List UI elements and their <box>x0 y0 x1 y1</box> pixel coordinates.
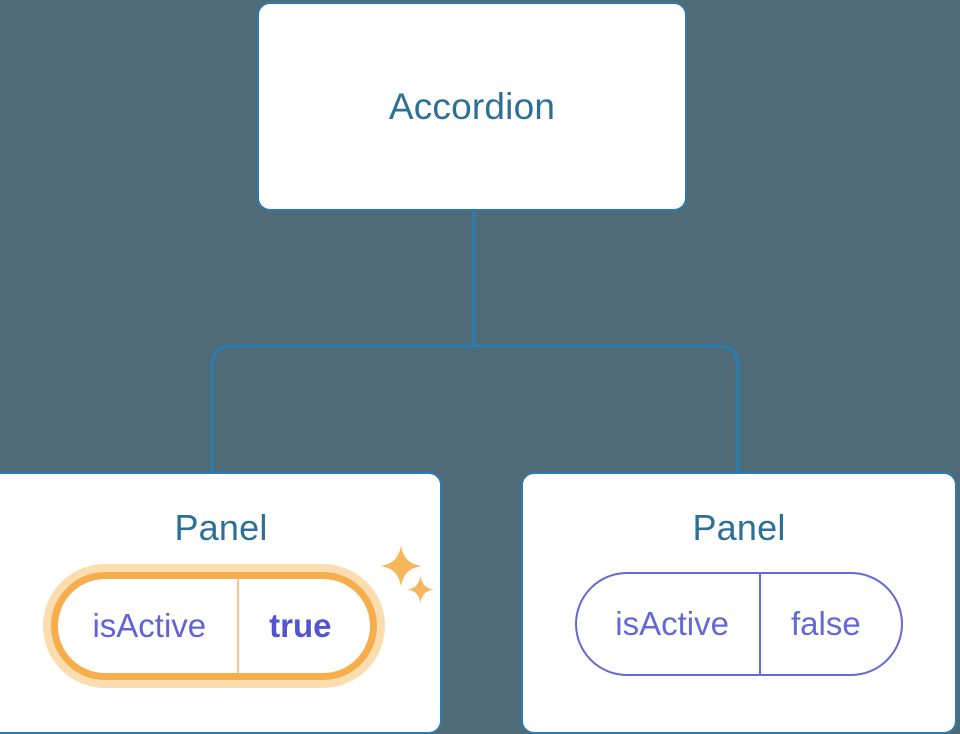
node-panel-active[interactable]: Panel isActive true <box>0 472 442 734</box>
node-accordion[interactable]: Accordion <box>257 2 687 211</box>
prop-key: isActive <box>58 579 240 673</box>
node-title: Accordion <box>388 86 556 127</box>
node-title: Panel <box>692 507 786 548</box>
prop-value: false <box>790 605 861 642</box>
prop-pill-container: isActive true <box>0 572 440 680</box>
node-panel-inactive[interactable]: Panel isActive false <box>521 472 957 734</box>
prop-key: isActive <box>577 574 761 674</box>
connector-to-right-child <box>474 344 740 474</box>
prop-pill-container: isActive false <box>523 572 955 676</box>
connector-to-left-child <box>210 344 474 474</box>
prop-value: true <box>269 607 332 644</box>
prop-pill-isactive-false[interactable]: isActive false <box>575 572 903 676</box>
prop-pill-isactive-true[interactable]: isActive true <box>51 572 377 680</box>
node-title: Panel <box>174 507 268 548</box>
